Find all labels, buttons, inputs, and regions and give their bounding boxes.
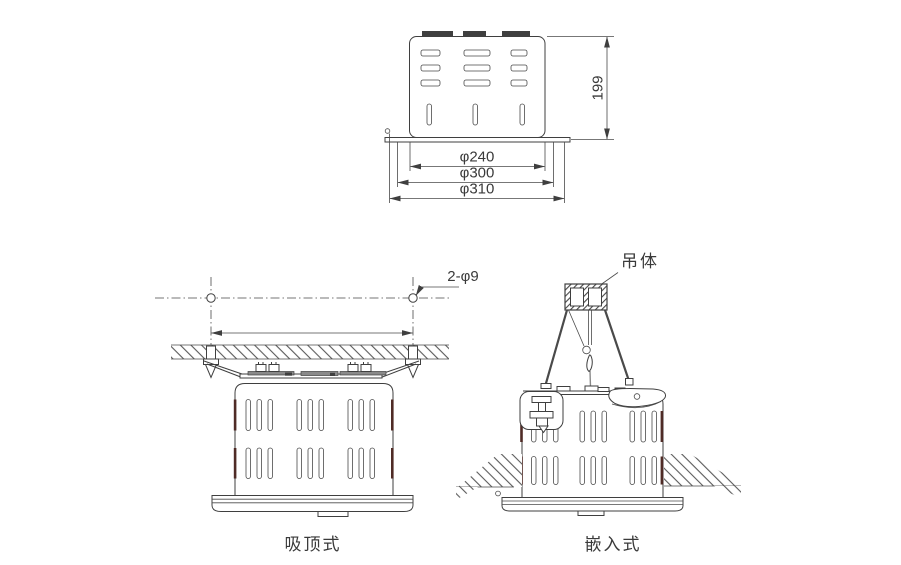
suspension-cables xyxy=(544,309,630,388)
dim-label-dia240: φ240 xyxy=(460,149,495,166)
top-tab xyxy=(463,31,486,37)
mounting-flange xyxy=(384,128,571,143)
vent-slots-horizontal xyxy=(420,49,528,87)
mounting-hole xyxy=(206,293,216,303)
ceiling-slab-hatch-left xyxy=(456,454,522,500)
trim-ring xyxy=(211,495,414,517)
cover-strip xyxy=(300,371,339,376)
ceiling-slab-hatch-right xyxy=(664,454,741,498)
trim-ring-tab xyxy=(317,511,349,517)
holes-leader: 2-φ9 xyxy=(415,268,479,296)
front-elevation-view: 199 φ240 φ300 φ310 xyxy=(384,31,614,203)
cover-clip xyxy=(285,372,292,376)
cover-clip xyxy=(330,372,335,376)
dim-diameters: φ240 φ300 φ310 xyxy=(389,133,565,203)
bolt-tip xyxy=(538,425,549,434)
flange-pin xyxy=(384,128,391,134)
hanger-leader-line xyxy=(600,272,619,285)
ring-icon xyxy=(582,345,591,355)
mounting-hole xyxy=(408,293,418,303)
top-tab xyxy=(422,31,453,37)
suspension-bracket-right xyxy=(608,387,667,409)
vent-slots-vertical xyxy=(426,103,525,126)
trim-ring xyxy=(501,497,684,516)
top-cover xyxy=(203,360,420,379)
caption-ceiling-mount: 吸顶式 xyxy=(285,535,342,554)
recessed-mount-view: 吊体 xyxy=(456,252,741,554)
ceiling-mount-view: 2-φ9 xyxy=(155,268,479,554)
dim-height-199: 199 xyxy=(547,36,614,140)
hook-icon xyxy=(586,354,593,373)
cable-end-fitting xyxy=(625,378,634,386)
dim-label-dia300: φ300 xyxy=(460,165,495,182)
dim-label-dia310: φ310 xyxy=(460,181,495,198)
speaker-body-outline xyxy=(234,383,394,496)
cable-end-fitting xyxy=(540,383,552,389)
top-tab xyxy=(502,31,530,37)
vent-slots-row2 xyxy=(245,447,375,479)
center-fitting xyxy=(584,385,599,392)
vent-slots-row2 xyxy=(531,456,657,485)
caption-recessed-mount: 嵌入式 xyxy=(585,535,642,554)
hanger-label: 吊体 xyxy=(621,252,659,271)
suspension-bracket-left xyxy=(519,391,564,434)
dim-label-199: 199 xyxy=(589,75,606,100)
vent-slots-row1 xyxy=(245,399,375,431)
body-edge-marks xyxy=(233,399,394,479)
flange-pin xyxy=(495,490,501,497)
holes-label: 2-φ9 xyxy=(447,268,478,285)
trim-ring-tab xyxy=(577,510,605,516)
hanger-block xyxy=(564,283,608,311)
